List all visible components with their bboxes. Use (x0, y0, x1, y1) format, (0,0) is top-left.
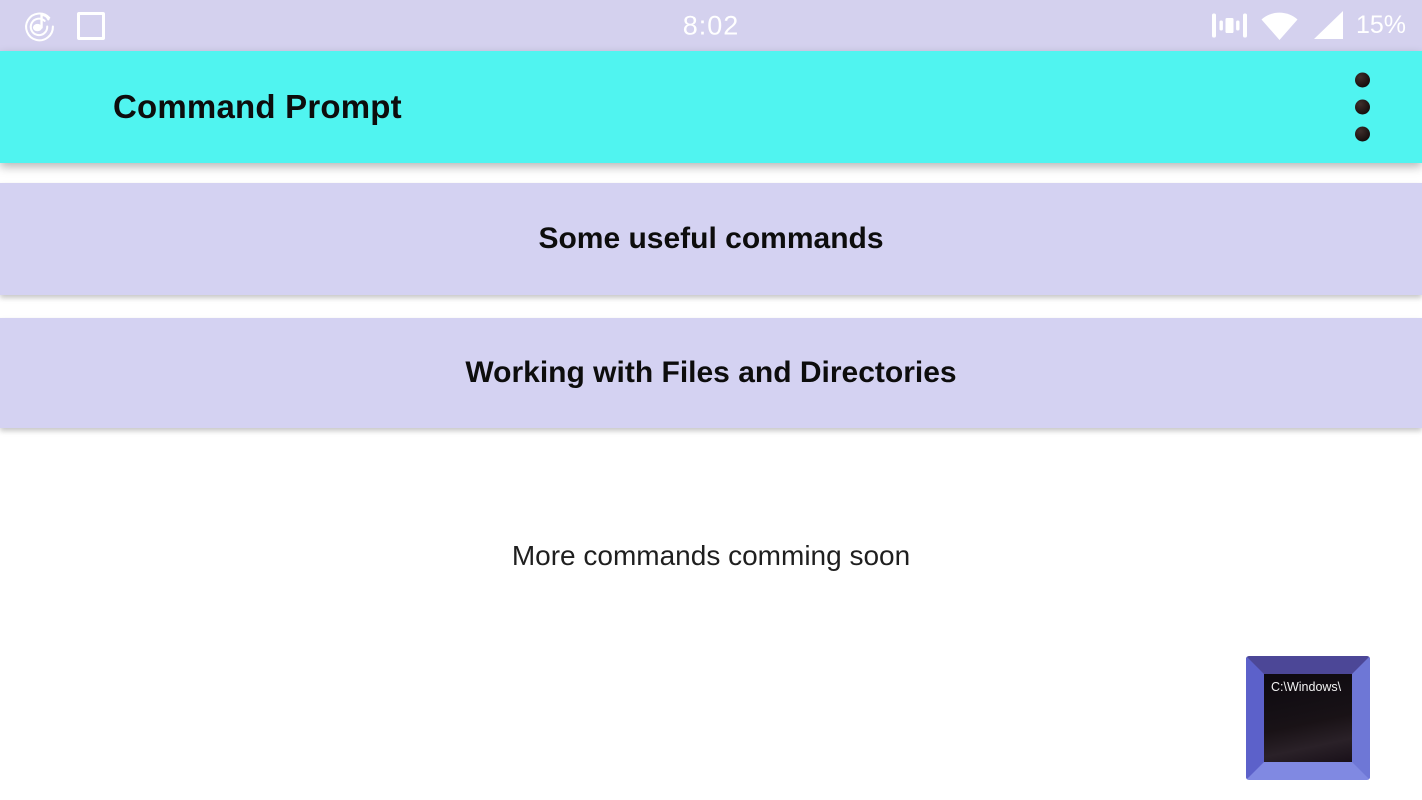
status-bar-right-icons: 15% (1211, 10, 1406, 42)
command-menu-list: Some useful commands Working with Files … (0, 183, 1422, 428)
menu-item-working-with-files-and-directories[interactable]: Working with Files and Directories (0, 318, 1422, 428)
overflow-dot (1355, 99, 1370, 115)
overflow-dot (1355, 126, 1370, 142)
coming-soon-text: More commands comming soon (511, 540, 911, 571)
page-title: Command Prompt (113, 88, 402, 125)
wifi-icon (1259, 10, 1300, 42)
app-bar: Command Prompt (0, 51, 1422, 163)
vibrate-icon (1211, 10, 1248, 41)
overflow-menu-dots-icon[interactable] (1347, 67, 1378, 148)
status-bar-left-icons (22, 8, 105, 43)
cell-signal-icon (1311, 10, 1345, 41)
battery-percent-label: 15% (1355, 11, 1406, 39)
command-prompt-logo-frame: C:\Windows\ (1246, 656, 1370, 780)
screenshot-square-icon (77, 11, 105, 40)
status-bar-clock: 8:02 (682, 10, 740, 40)
overflow-dot (1355, 72, 1370, 88)
command-prompt-logo-icon: C:\Windows\ (1246, 656, 1370, 780)
command-prompt-logo-path-text: C:\Windows\ (1271, 680, 1342, 694)
menu-item-some-useful-commands[interactable]: Some useful commands (0, 183, 1422, 295)
music-note-icon (22, 8, 57, 43)
status-bar: 8:02 15% (0, 0, 1422, 51)
